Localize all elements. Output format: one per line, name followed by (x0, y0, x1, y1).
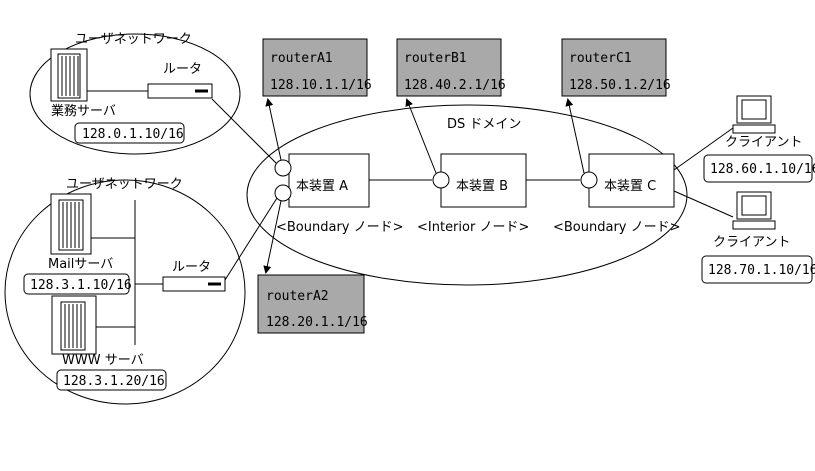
device-a-role: <Boundary ノード> (276, 220, 404, 235)
ds-domain-ellipse (246, 104, 688, 286)
router-c1-name: routerC1 (569, 51, 632, 66)
device-b-role: <Interior ノード> (417, 220, 529, 235)
user-network-top-title: ユーザネットワーク (75, 32, 192, 47)
router-c1-box (561, 38, 667, 97)
business-server-ip: 128.0.1.10/16 (82, 127, 184, 142)
www-server-label: WWW サーバ (62, 353, 144, 368)
router-a1-box (262, 38, 368, 97)
link-bottom-router-a (224, 197, 278, 281)
router-top-icon (147, 83, 213, 99)
arrow-to-router-a2 (263, 200, 282, 274)
device-c-role: <Boundary ノード> (553, 220, 681, 235)
link-c-client-2 (673, 190, 734, 218)
device-a-interface-1 (274, 159, 292, 177)
router-bottom-label: ルータ (172, 260, 211, 275)
client-1-ip: 128.60.1.10/16 (710, 162, 815, 177)
client-2-ip: 128.70.1.10/16 (708, 263, 815, 278)
mail-server-label: Mailサーバ (48, 257, 113, 272)
arrow-to-router-c1 (565, 98, 585, 174)
client-1-ip-box (703, 154, 813, 183)
device-a-interface-2 (274, 184, 292, 202)
mail-server-ip: 128.3.1.10/16 (30, 278, 132, 293)
link-c-client-1 (673, 127, 734, 171)
device-b-interface (432, 171, 450, 189)
router-a2-name: routerA2 (266, 289, 329, 304)
business-server-ip-box (74, 122, 185, 144)
user-network-bottom-title: ユーザネットワーク (66, 177, 183, 192)
client-1-label: クライアント (725, 135, 802, 150)
arrow-to-router-b1 (405, 98, 437, 174)
client-2-ip-box (701, 255, 813, 284)
router-a1-name: routerA1 (270, 51, 333, 66)
www-server-ip-box (56, 369, 167, 391)
router-b1-ip: 128.40.2.1/16 (404, 78, 506, 93)
router-a2-ip: 128.20.1.1/16 (266, 315, 368, 330)
link-top-router-a (211, 98, 277, 164)
router-bottom-icon (162, 276, 226, 292)
device-b-label: 本装置 B (456, 179, 508, 194)
device-c-label: 本装置 C (604, 179, 656, 194)
user-network-top-ellipse (29, 33, 241, 155)
arrow-to-router-a1 (265, 98, 282, 161)
device-c-interface (580, 171, 598, 189)
www-server-ip: 128.3.1.20/16 (63, 374, 165, 389)
device-a-label: 本装置 A (296, 179, 348, 194)
router-b1-name: routerB1 (404, 51, 467, 66)
mail-server-ip-box (23, 273, 130, 295)
router-top-label: ルータ (163, 62, 202, 77)
router-c1-ip: 128.50.1.2/16 (569, 78, 671, 93)
user-network-bottom-ellipse (4, 179, 246, 405)
ds-domain-title: DS ドメイン (447, 117, 521, 132)
business-server-label: 業務サーバ (51, 103, 116, 119)
router-b1-box (396, 38, 502, 97)
router-a1-ip: 128.10.1.1/16 (270, 78, 372, 93)
client-2-label: クライアント (713, 235, 790, 250)
router-a2-box (257, 274, 365, 334)
